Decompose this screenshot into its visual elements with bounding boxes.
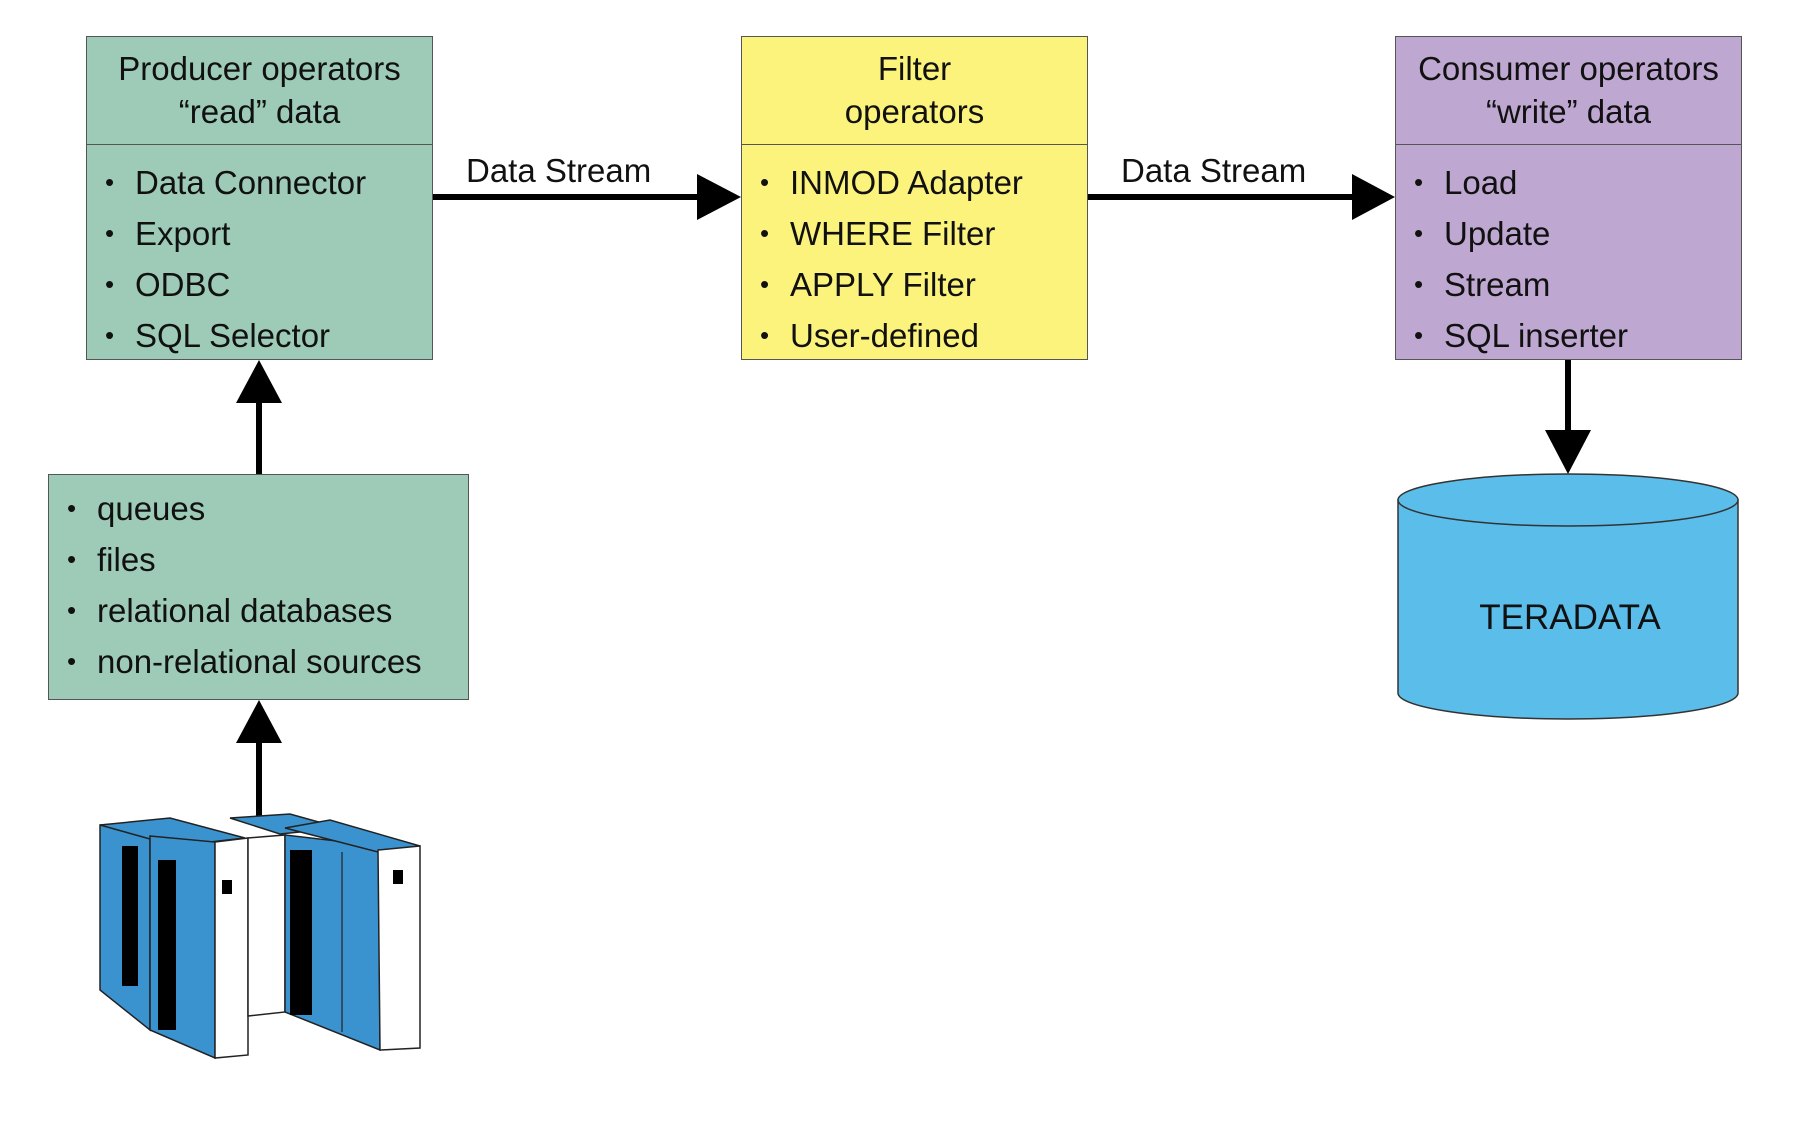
list-item: SQL inserter — [1414, 310, 1741, 361]
filter-title-line1: Filter — [877, 50, 952, 87]
list-item: SQL Selector — [105, 310, 432, 361]
list-item: files — [67, 534, 468, 585]
consumer-list: Load Update Stream SQL inserter — [1396, 145, 1741, 361]
list-item: ODBC — [105, 259, 432, 310]
consumer-title-line2: “write” data — [1485, 93, 1652, 130]
filter-title-line2: operators — [844, 93, 985, 130]
data-stream-arrow-right — [1088, 174, 1395, 220]
producer-operators-box: Producer operators “read” data Data Conn… — [86, 36, 433, 360]
database-cylinder-icon — [1397, 473, 1739, 720]
consumer-title-line1: Consumer operators — [1418, 50, 1719, 87]
producer-title-line2: “read” data — [178, 93, 341, 130]
list-item: Export — [105, 208, 432, 259]
list-item: APPLY Filter — [760, 259, 1087, 310]
data-stream-label-right: Data Stream — [1121, 152, 1307, 189]
filter-operators-box: Filter operators INMOD Adapter WHERE Fil… — [741, 36, 1088, 360]
list-item: Load — [1414, 157, 1741, 208]
arrow-server-to-sources — [236, 700, 282, 820]
list-item: Data Connector — [105, 157, 432, 208]
list-item: Update — [1414, 208, 1741, 259]
data-stream-label-left: Data Stream — [466, 152, 652, 189]
producer-list: Data Connector Export ODBC SQL Selector — [87, 145, 432, 361]
list-item: Stream — [1414, 259, 1741, 310]
data-stream-arrow-left — [433, 174, 741, 220]
list-item: INMOD Adapter — [760, 157, 1087, 208]
database-label: TERADATA — [1479, 598, 1661, 637]
producer-header: Producer operators “read” data — [87, 37, 432, 145]
list-item: relational databases — [67, 585, 468, 636]
list-item: WHERE Filter — [760, 208, 1087, 259]
list-item: non-relational sources — [67, 636, 468, 687]
consumer-operators-box: Consumer operators “write” data Load Upd… — [1395, 36, 1742, 360]
data-sources-box: queues files relational databases non-re… — [48, 474, 469, 700]
filter-header: Filter operators — [742, 37, 1087, 145]
arrow-sources-to-producer — [236, 360, 282, 474]
server-rack-icon — [99, 813, 421, 1060]
list-item: queues — [67, 483, 468, 534]
consumer-header: Consumer operators “write” data — [1396, 37, 1741, 145]
producer-title-line1: Producer operators — [118, 50, 401, 87]
list-item: User-defined — [760, 310, 1087, 361]
arrow-consumer-to-database — [1545, 360, 1591, 474]
sources-list: queues files relational databases non-re… — [49, 475, 468, 687]
filter-list: INMOD Adapter WHERE Filter APPLY Filter … — [742, 145, 1087, 361]
